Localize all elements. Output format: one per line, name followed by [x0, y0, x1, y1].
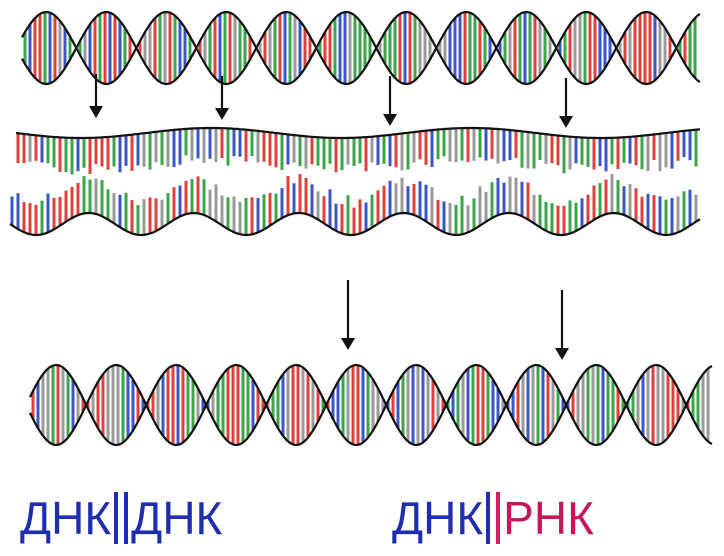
separated-strand-upper — [16, 128, 700, 175]
arrow-head — [555, 348, 569, 360]
label-rna-right: РНК — [503, 488, 594, 548]
dna-strand-bar — [486, 492, 490, 544]
label-dna-left-1: ДНК — [20, 488, 111, 548]
label-dna-left-2: ДНК — [131, 488, 222, 548]
arrow-head — [215, 108, 229, 120]
label-dna-rna: ДНК РНК — [392, 488, 594, 548]
top-double-helix — [22, 12, 700, 84]
dna-strand-bar — [114, 492, 118, 544]
bottom-double-helix — [30, 365, 712, 445]
arrow-head — [89, 106, 103, 118]
arrow-head — [341, 338, 355, 350]
label-dna-dna: ДНК ДНК — [20, 488, 222, 548]
backbone-strand — [16, 128, 700, 138]
dna-strand-bar — [124, 492, 128, 544]
arrow-head — [383, 114, 397, 126]
arrow-head — [559, 116, 573, 128]
separated-strand-lower — [10, 174, 700, 235]
rna-strand-bar — [496, 492, 500, 544]
label-dna-right: ДНК — [392, 488, 483, 548]
